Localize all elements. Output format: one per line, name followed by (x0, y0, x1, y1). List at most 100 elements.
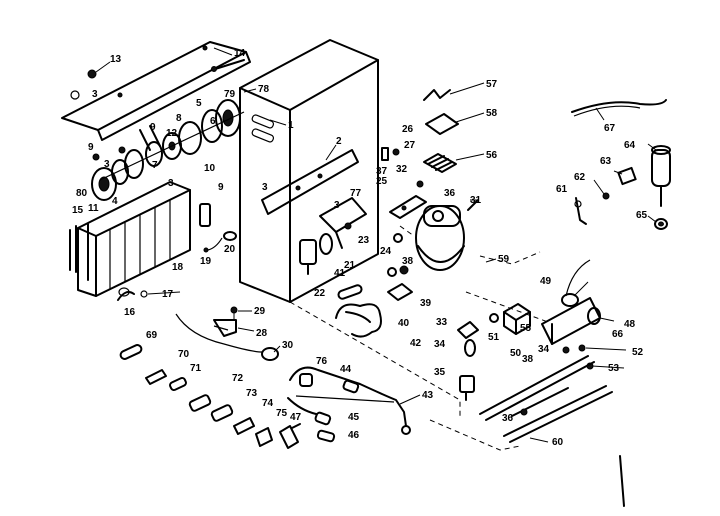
gasket-58 (425, 113, 459, 135)
clip-51 (489, 313, 499, 323)
callout-51: 51 (488, 332, 500, 343)
callout-29: 29 (254, 306, 266, 317)
callout-8: 8 (176, 113, 182, 124)
callout-3d: 3 (262, 182, 268, 193)
callout-3e: 3 (334, 200, 340, 211)
screw-27 (392, 148, 400, 156)
callout-27: 27 (404, 140, 416, 151)
bracket-9 (199, 203, 211, 227)
main-cabinet (239, 39, 379, 303)
evaporator-coil (69, 181, 191, 297)
callout-52: 52 (632, 347, 644, 358)
callout-7: 7 (152, 160, 158, 171)
callout-55: 55 (520, 323, 532, 334)
callout-42: 42 (410, 338, 422, 349)
grommet-30 (261, 347, 279, 361)
callout-19: 19 (200, 256, 212, 267)
callout-38a: 38 (402, 256, 414, 267)
bolt-36 (399, 265, 409, 275)
callout-40: 40 (398, 318, 410, 329)
callout-3a: 3 (92, 89, 98, 100)
callout-78: 78 (258, 84, 270, 95)
callout-56: 56 (486, 150, 498, 161)
callout-34b: 34 (538, 344, 550, 355)
callout-17: 17 (162, 289, 174, 300)
callout-12: 12 (166, 128, 178, 139)
callout-24: 24 (380, 246, 392, 257)
callout-67: 67 (604, 123, 616, 134)
callout-72: 72 (232, 373, 244, 384)
connector-71 (169, 376, 187, 392)
callout-80: 80 (76, 188, 88, 199)
grommet-38 (387, 267, 397, 277)
screw-26 (381, 147, 389, 161)
callout-74: 74 (262, 398, 274, 409)
terminal-cover-56 (423, 153, 457, 173)
callout-33: 33 (436, 317, 448, 328)
callout-43: 43 (422, 390, 434, 401)
screw-13 (87, 69, 97, 79)
callout-50: 50 (510, 348, 522, 359)
screw-3-top (70, 90, 80, 100)
callout-20: 20 (224, 244, 236, 255)
callout-65: 65 (636, 210, 648, 221)
cabinet-bracket-2 (261, 149, 359, 215)
tank-64 (651, 145, 671, 207)
overload-21 (337, 284, 363, 300)
fitting-76 (299, 373, 313, 387)
screw-17 (140, 290, 148, 298)
callout-labels: 13 3 14 79 78 1 2 5 6 8 12 9 7 10 9 3 80… (72, 48, 648, 448)
callout-1: 1 (288, 120, 294, 131)
callout-37: 37 (376, 166, 388, 177)
bracket-61 (574, 197, 587, 225)
water-valve-48 (541, 297, 601, 345)
callout-16: 16 (124, 307, 136, 318)
callout-26: 26 (402, 124, 414, 135)
valve-34 (464, 339, 476, 357)
ground-screw-29 (230, 306, 238, 320)
callout-31: 31 (470, 195, 482, 206)
callout-63: 63 (600, 156, 612, 167)
switch-72 (188, 394, 212, 412)
drain-tube-67 (571, 99, 667, 117)
callout-57: 57 (486, 79, 498, 90)
callout-21: 21 (344, 260, 356, 271)
valve-35 (459, 375, 475, 401)
compressor-mount-32 (389, 195, 427, 219)
screw-32 (416, 180, 424, 188)
rail-screw (520, 408, 528, 416)
callout-64: 64 (624, 140, 636, 151)
callout-59: 59 (498, 254, 510, 265)
callout-47: 47 (290, 412, 302, 423)
callout-9a: 9 (150, 122, 156, 133)
clip-57 (423, 89, 451, 101)
callout-14: 14 (234, 48, 246, 59)
capacitor-23 (319, 233, 333, 255)
wire-harness-49 (565, 259, 591, 297)
fitting-end (401, 425, 411, 435)
connection-lines (289, 225, 549, 451)
base-rail-60 (503, 385, 613, 443)
screw-52 (578, 344, 586, 352)
callout-36b: 36 (502, 413, 514, 424)
callout-3c: 3 (168, 178, 174, 189)
grommet-24 (393, 233, 403, 243)
callout-25: 25 (376, 176, 388, 187)
callout-60: 60 (552, 437, 564, 448)
callout-45: 45 (348, 412, 360, 423)
callout-75: 75 (276, 408, 288, 419)
callout-6: 6 (210, 116, 216, 127)
thermostat-50 (503, 303, 531, 335)
fitting-46 (316, 429, 336, 443)
drain-tube-16 (117, 287, 135, 301)
fitting-45 (314, 411, 332, 426)
bracket-63 (617, 166, 637, 186)
callout-71: 71 (190, 363, 202, 374)
callout-10: 10 (204, 163, 216, 174)
callout-23: 23 (358, 235, 370, 246)
callout-48: 48 (624, 319, 636, 330)
relay-22 (299, 239, 317, 275)
condenser-tube (335, 303, 382, 338)
fitting-44 (342, 379, 360, 394)
